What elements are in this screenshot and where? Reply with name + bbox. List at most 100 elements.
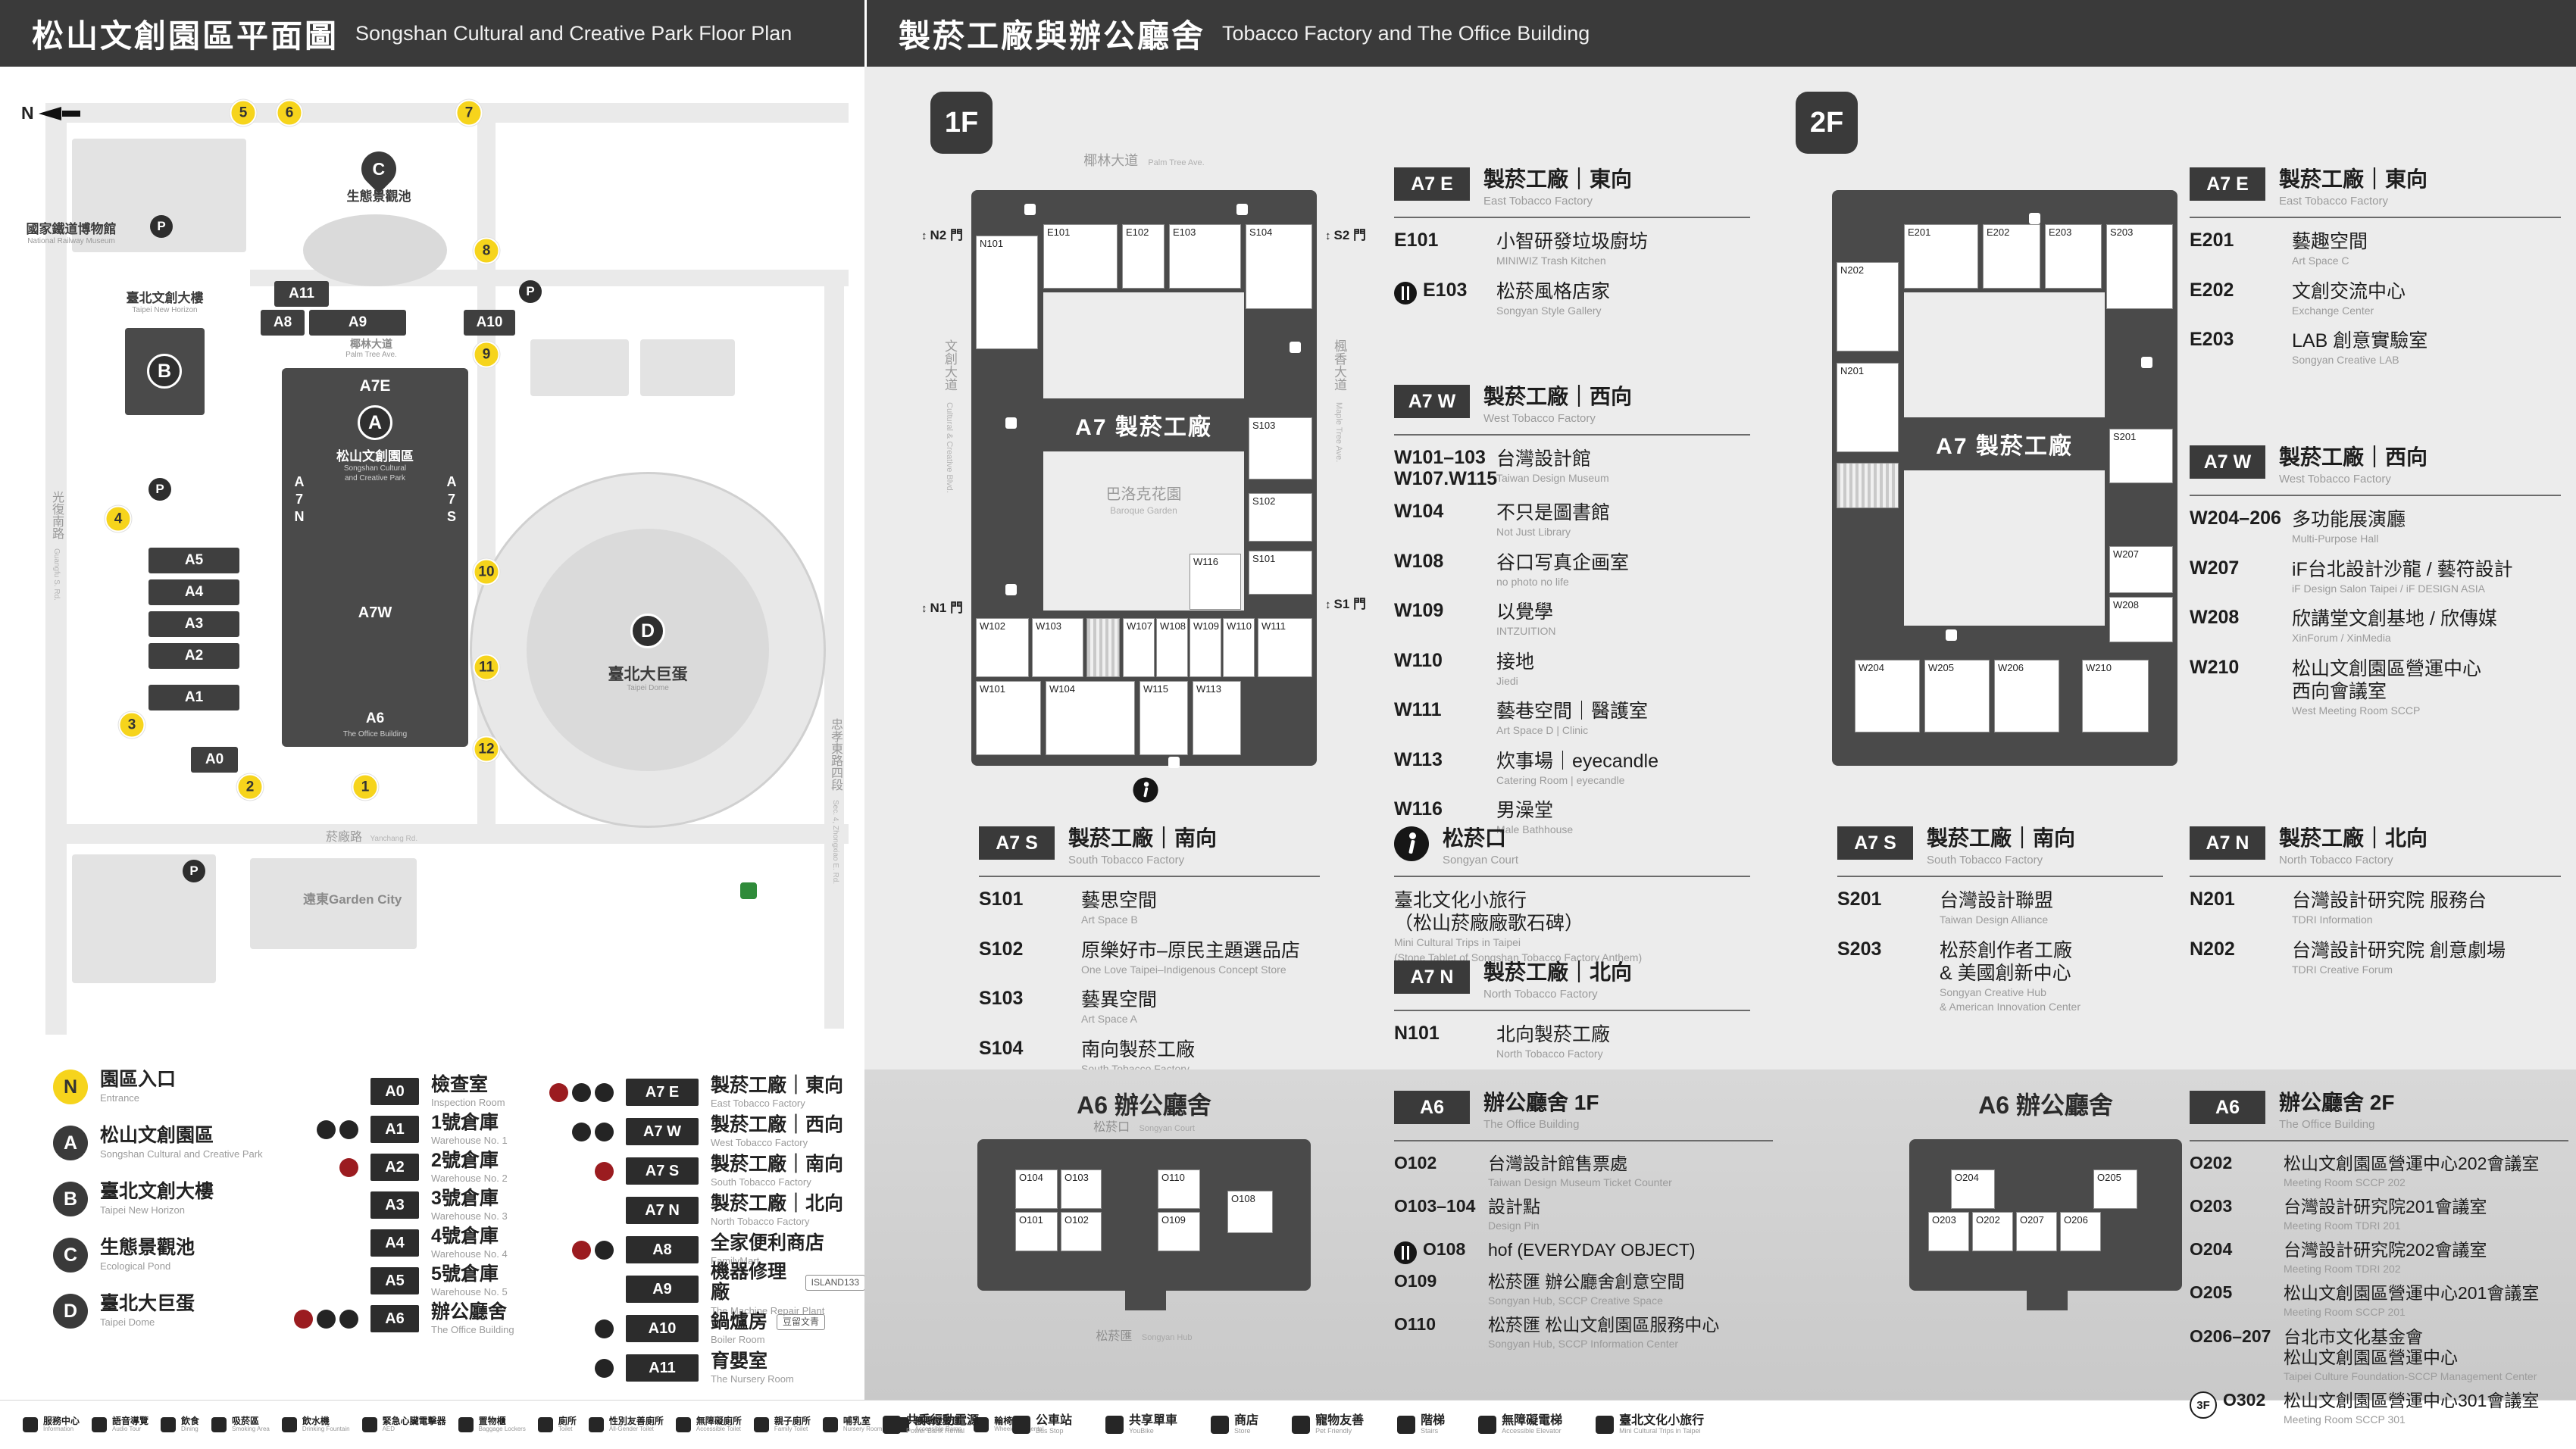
legend-letter-badge: D bbox=[53, 1294, 88, 1329]
restroom-icon bbox=[1946, 629, 1957, 641]
legend-name-en: Inspection Room bbox=[431, 1097, 505, 1109]
walking-icon bbox=[1394, 826, 1429, 861]
plan1-left-road-en: Cultural & Creative Blvd. bbox=[945, 401, 954, 493]
room-name-zh: 台灣設計館 bbox=[1496, 448, 1592, 470]
section-title-en: East Tobacco Factory bbox=[1483, 195, 1593, 208]
room-name-zh: 南向製菸工廠 bbox=[1081, 1038, 1196, 1060]
new-horizon-label-en: Taipei New Horizon bbox=[132, 306, 198, 315]
room-cell: W210 bbox=[2082, 660, 2149, 732]
room-name-en: Not Just Library bbox=[1496, 526, 1571, 539]
amenity-icon bbox=[317, 1120, 336, 1139]
legend-building-badge: A7 W bbox=[626, 1118, 699, 1145]
guangfu-road-zh: 光復南路 bbox=[50, 491, 63, 539]
section-badge: A7 E bbox=[1394, 167, 1470, 201]
section-title-en: East Tobacco Factory bbox=[2279, 195, 2388, 208]
zhongxiao-road-en: Sec. 4, Zhongxiao E. Rd. bbox=[831, 800, 839, 885]
amenity-label-en: Bus Stop bbox=[1036, 1426, 1064, 1435]
palm-ave-en: Palm Tree Ave. bbox=[345, 350, 397, 359]
legend-name-zh: 製菸工廠｜東向 bbox=[711, 1074, 844, 1096]
amenity-icon bbox=[572, 1082, 591, 1102]
room-cell: W103 bbox=[1032, 618, 1083, 677]
room-code: E201 bbox=[2190, 230, 2234, 251]
amenity-label-zh: 廁所 bbox=[558, 1416, 577, 1426]
legend-name-zh: 辦公廳舍 bbox=[431, 1301, 508, 1323]
room-name-zh: 松山文創園區營運中心201會議室 bbox=[2284, 1283, 2540, 1304]
room-name-en: XinForum / XinMedia bbox=[2292, 632, 2391, 645]
legend-name-en: Boiler Room bbox=[711, 1334, 765, 1346]
court-item-en1: Mini Cultural Trips in Taipei bbox=[1394, 936, 1521, 949]
map-a7s-label: A7S bbox=[444, 474, 459, 526]
left-title-zh: 松山文創園區平面圖 bbox=[32, 17, 339, 54]
room-name-en: no photo no life bbox=[1496, 575, 1569, 588]
section-badge: A7 E bbox=[2190, 167, 2265, 201]
amenity-label-en: Power Bank Rental bbox=[906, 1426, 965, 1435]
section-title-zh: 辦公廳舍 2F bbox=[2279, 1091, 2395, 1114]
garden-city-label: 遠東Garden City bbox=[303, 892, 402, 907]
room-cell: W205 bbox=[1924, 660, 1990, 732]
legend-name-en: Warehouse No. 2 bbox=[431, 1173, 508, 1185]
legend-name-en: North Tobacco Factory bbox=[711, 1216, 810, 1228]
room-name-zh: 原樂好市–原民主題選品店 bbox=[1081, 939, 1300, 961]
room-cell: W208 bbox=[2109, 597, 2173, 642]
right-title-en: Tobacco Factory and The Office Building bbox=[1222, 21, 1590, 45]
legend-building-badge: A7 S bbox=[626, 1157, 699, 1185]
amenity-icon bbox=[974, 1416, 989, 1432]
a6-1f-title: A6 辦公廳舍 bbox=[1077, 1091, 1211, 1119]
room-cell: O109 bbox=[1158, 1212, 1200, 1251]
room-name-en: One Love Taipei–Indigenous Concept Store bbox=[1081, 963, 1286, 976]
legend-name-zh: 全家便利商店 bbox=[711, 1232, 825, 1254]
section-badge: A7 W bbox=[1394, 385, 1470, 418]
a6-hub-en: Songyan Hub bbox=[1141, 1333, 1193, 1342]
parking-icon: P bbox=[150, 215, 173, 238]
amenity-icon bbox=[1596, 1415, 1615, 1434]
restroom-icon bbox=[1024, 204, 1036, 215]
room-name-en: Jiedi bbox=[1496, 674, 1518, 687]
room-cell: W113 bbox=[1193, 681, 1241, 755]
legend-name-zh: 2號倉庫 bbox=[431, 1149, 499, 1171]
door-s1-label: S1 門 bbox=[1333, 597, 1367, 611]
entrance-marker: 8 bbox=[473, 237, 500, 264]
restroom-icon bbox=[1168, 757, 1180, 768]
room-code: W207 bbox=[2190, 557, 2240, 579]
amenity-label-en: Accessible Toilet bbox=[696, 1426, 741, 1433]
entrance-marker: 9 bbox=[473, 341, 500, 368]
room-cell: S101 bbox=[1249, 551, 1312, 595]
room-code: N101 bbox=[1394, 1023, 1440, 1045]
room-cell: W107 bbox=[1123, 618, 1155, 677]
room-name-zh: 松山文創園區營運中心 bbox=[2284, 1348, 2458, 1368]
door-n2: ↕N2 門 bbox=[878, 224, 963, 243]
plan1-center-label: A7 製菸工廠 bbox=[1075, 415, 1212, 440]
amenity-label-zh: 語音導覽 bbox=[112, 1416, 149, 1426]
legend-name-en: Taipei New Horizon bbox=[100, 1204, 185, 1216]
amenity-icon bbox=[281, 1416, 297, 1432]
room-name-zh: 松菸匯 辦公廳舍創意空間 bbox=[1488, 1272, 1685, 1292]
plan1-top-road-zh: 椰林大道 bbox=[1083, 153, 1139, 168]
entrance-marker: 6 bbox=[276, 99, 303, 126]
map-a6-label: A6 bbox=[365, 710, 385, 726]
room-code: O108 bbox=[1423, 1239, 1466, 1260]
room-name-en: Male Bathhouse bbox=[1496, 823, 1574, 836]
section-badge: A7 W bbox=[2190, 445, 2265, 479]
room-code: S201 bbox=[1837, 888, 1882, 910]
legend-name-zh: 園區入口 bbox=[100, 1069, 177, 1090]
room-name-en: Meeting Room SCCP 202 bbox=[2284, 1176, 2406, 1188]
amenity-label-en: Nursery Room bbox=[843, 1426, 883, 1433]
room-cell: E101 bbox=[1043, 224, 1118, 289]
stairs-icon bbox=[1837, 463, 1899, 508]
legend-building-badge: A7 E bbox=[626, 1079, 699, 1106]
parking-icon: P bbox=[519, 280, 542, 303]
